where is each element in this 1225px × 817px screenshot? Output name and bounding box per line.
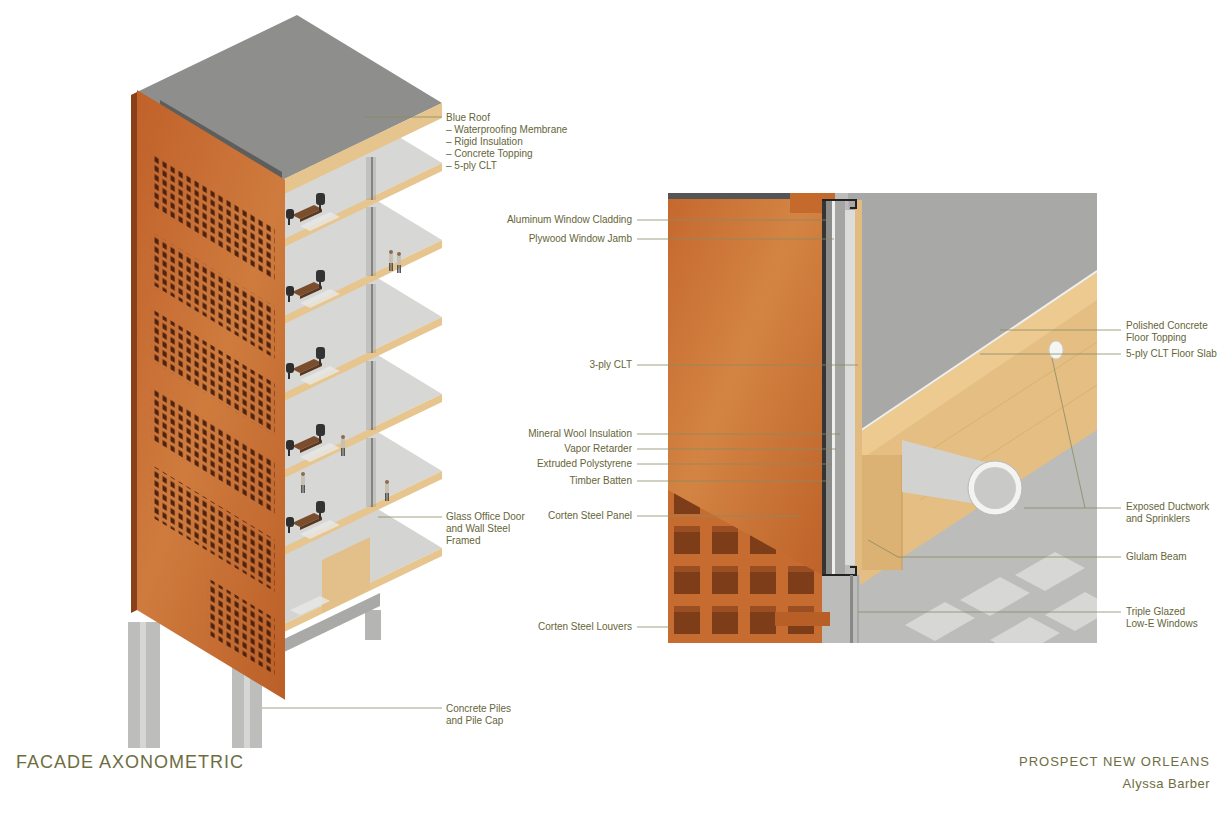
callout-label: – Concrete Topping xyxy=(446,148,533,160)
callout-label: Glulam Beam xyxy=(1126,551,1187,563)
wall-section-detail xyxy=(668,193,1097,643)
callout-label: Glass Office Door and Wall Steel Framed xyxy=(446,511,532,547)
callout-label: – Waterproofing Membrane xyxy=(446,124,567,136)
callout-label: 3-ply CLT xyxy=(589,359,632,371)
callout-label: Aluminum Window Cladding xyxy=(507,214,632,226)
callout-label: Mineral Wool Insulation xyxy=(528,428,632,440)
callout-label: Corten Steel Panel xyxy=(548,510,632,522)
callout-label: Concrete Piles and Pile Cap xyxy=(446,703,521,727)
callout-label: Vapor Retarder xyxy=(564,443,632,455)
callout-label: Polished Concrete Floor Topping xyxy=(1126,320,1214,344)
callout-label: Timber Batten xyxy=(570,475,632,487)
callout-label: Blue Roof xyxy=(446,112,490,124)
drawing-title: FACADE AXONOMETRIC xyxy=(16,751,244,773)
project-name: PROSPECT NEW ORLEANS xyxy=(1019,754,1210,770)
callout-label: 5-ply CLT Floor Slab xyxy=(1126,348,1217,360)
callout-label: – Rigid Insulation xyxy=(446,136,523,148)
callout-label: Exposed Ductwork and Sprinklers xyxy=(1126,501,1220,525)
author-name: Alyssa Barber xyxy=(1123,776,1210,792)
callout-label: Plywood Window Jamb xyxy=(529,233,632,245)
office-furniture xyxy=(286,193,401,533)
callout-label: Corten Steel Louvers xyxy=(538,621,632,633)
leader-lines xyxy=(262,117,1121,708)
callout-label: Triple Glazed Low-E Windows xyxy=(1126,606,1201,630)
callout-label: Extruded Polystyrene xyxy=(537,458,632,470)
callout-label: – 5-ply CLT xyxy=(446,160,497,172)
corten-facade xyxy=(131,90,285,700)
